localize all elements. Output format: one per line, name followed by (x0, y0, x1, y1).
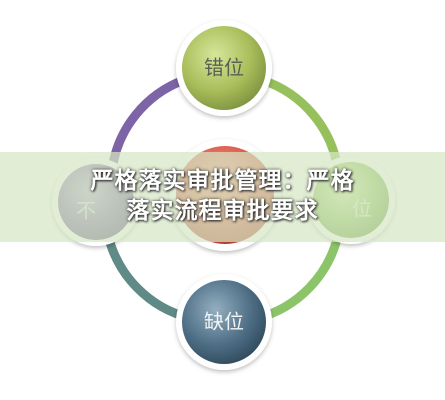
top-node-label: 错位 (204, 56, 244, 80)
banner-title: 严格落实审批管理：严格 落实流程审批要求 (0, 166, 445, 226)
top-node (176, 20, 272, 116)
bottom-node-label: 缺位 (204, 310, 244, 334)
bottom-node (176, 274, 272, 370)
title-banner (0, 152, 445, 242)
ring-arc-bottom-right (253, 230, 343, 323)
ring-arc-bottom-left (103, 230, 195, 323)
banner-title-line-1: 严格落实审批管理：严格 (90, 168, 355, 194)
banner-title-line-2: 落实流程审批要求 (126, 198, 319, 224)
